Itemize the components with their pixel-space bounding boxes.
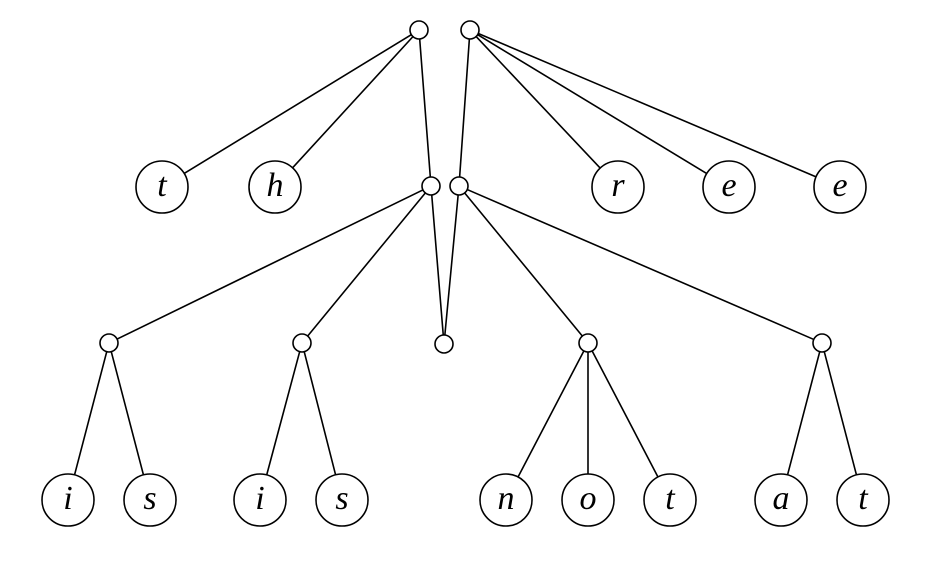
leaf-circle [813, 160, 867, 214]
tree-edge [110, 350, 145, 476]
leaf-label: i [255, 480, 264, 517]
tree-edge [418, 38, 432, 178]
internal-node-circle [434, 334, 454, 354]
leaf-circle [479, 473, 533, 527]
leaf-circle [836, 473, 890, 527]
tree-edge [463, 192, 584, 337]
internal-node [578, 333, 598, 353]
leaf-label: t [157, 167, 168, 204]
leaf-circle [702, 160, 756, 214]
leaf-label: o [580, 480, 597, 517]
internal-node [421, 176, 441, 196]
leaf-node: o [561, 473, 615, 527]
tree-edge [291, 35, 414, 169]
tree-edge [306, 192, 427, 337]
leaf-label: s [143, 480, 156, 517]
internal-node-circle [460, 20, 480, 40]
leaf-label: t [665, 480, 676, 517]
tree-edge [466, 188, 815, 341]
internal-node-circle [812, 333, 832, 353]
leaf-circle [248, 160, 302, 214]
leaf-circle [561, 473, 615, 527]
leaf-node: t [135, 160, 189, 214]
tree-edge [476, 33, 708, 175]
leaf-node: r [591, 160, 645, 214]
tree-edge [444, 194, 459, 336]
leaf-node: i [233, 473, 287, 527]
tree-edge [591, 350, 659, 478]
leaf-node: s [123, 473, 177, 527]
leaf-label: r [611, 167, 625, 204]
tree-edge [477, 32, 817, 178]
internal-node [449, 176, 469, 196]
leaf-label: h [267, 167, 284, 204]
leaf-node: s [315, 473, 369, 527]
leaf-node: t [836, 473, 890, 527]
nodes-layer: t h r e e i s i s n o t a t [41, 20, 890, 527]
leaf-label: i [63, 480, 72, 517]
internal-node [460, 20, 480, 40]
tree-edge [265, 350, 301, 476]
leaf-node: e [702, 160, 756, 214]
leaf-label: s [335, 480, 348, 517]
tree-edge [517, 350, 585, 478]
leaf-node: i [41, 473, 95, 527]
leaf-label: e [832, 167, 847, 204]
leaf-circle [123, 473, 177, 527]
tree-edge [303, 350, 337, 476]
leaf-label: n [498, 480, 515, 517]
tree-edge [73, 350, 108, 476]
internal-node [812, 333, 832, 353]
internal-node [99, 333, 119, 353]
leaf-circle [135, 160, 189, 214]
edges-layer [73, 32, 858, 478]
internal-node-circle [292, 333, 312, 353]
leaf-label: a [773, 480, 790, 517]
leaf-label: t [858, 480, 869, 517]
tree-edge [786, 350, 821, 476]
leaf-circle [754, 473, 808, 527]
tree-edge [458, 38, 471, 178]
tree-edge [823, 350, 858, 476]
leaf-node: e [813, 160, 867, 214]
internal-node-circle [449, 176, 469, 196]
leaf-circle [643, 473, 697, 527]
leaf-label: e [721, 167, 736, 204]
internal-node-circle [421, 176, 441, 196]
internal-node-circle [99, 333, 119, 353]
internal-node [292, 333, 312, 353]
leaf-node: t [643, 473, 697, 527]
internal-node [409, 20, 429, 40]
tree-edge [430, 194, 445, 336]
internal-node-circle [409, 20, 429, 40]
tree-edge [475, 35, 601, 169]
leaf-circle [233, 473, 287, 527]
leaf-circle [591, 160, 645, 214]
leaf-node: n [479, 473, 533, 527]
internal-node-circle [578, 333, 598, 353]
internal-node [434, 334, 454, 354]
tree-edge [116, 189, 424, 340]
tree-edge [183, 33, 413, 175]
leaf-circle [41, 473, 95, 527]
leaf-circle [315, 473, 369, 527]
leaf-node: a [754, 473, 808, 527]
leaf-node: h [248, 160, 302, 214]
